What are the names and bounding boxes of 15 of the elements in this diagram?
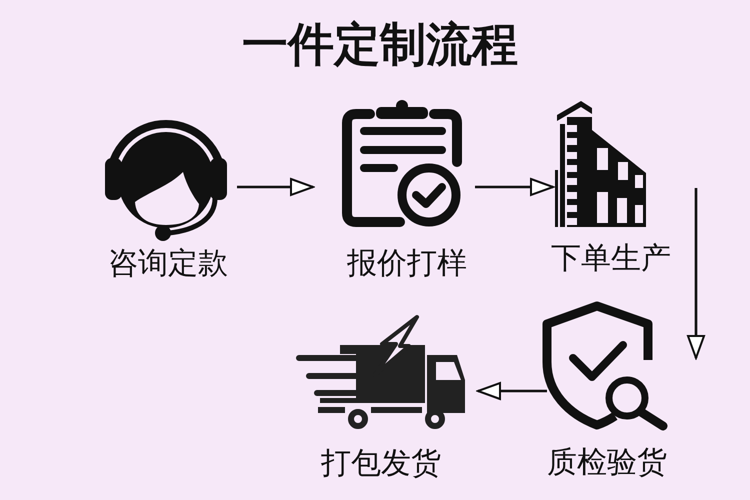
node-label: 报价打样 [347, 246, 467, 282]
clipboard-icon [342, 100, 462, 227]
headset-icon [105, 118, 227, 242]
node-label: 打包发货 [321, 446, 441, 482]
title: 一件定制流程 [242, 16, 518, 72]
arrow [475, 178, 554, 196]
truck-icon [296, 313, 466, 430]
arrow [237, 178, 314, 196]
shield-icon [543, 302, 668, 430]
node-label: 下单生产 [551, 241, 671, 277]
node-label: 咨询定款 [108, 246, 228, 282]
node-label: 质检验货 [547, 445, 667, 481]
building-icon [555, 100, 647, 227]
arrow [687, 188, 705, 359]
arrow [477, 382, 547, 400]
